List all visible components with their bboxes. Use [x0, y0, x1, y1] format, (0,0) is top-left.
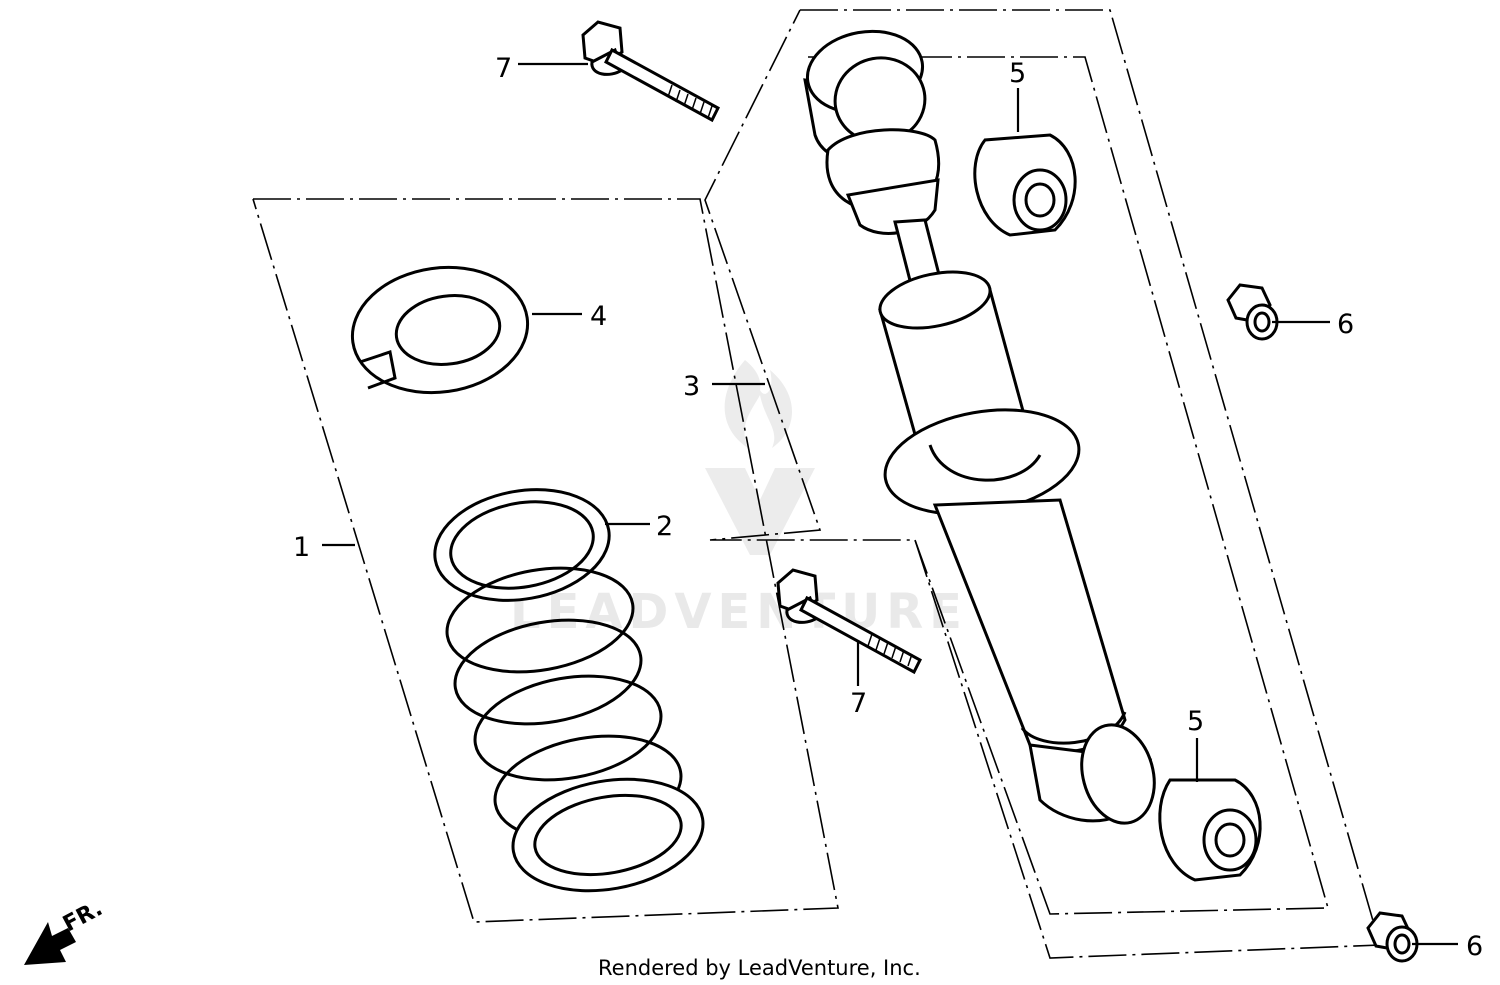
callout-7-bottom: 7 [850, 688, 867, 719]
coil-spring [433, 488, 705, 893]
bushing-top [973, 133, 1077, 237]
callout-6-bottom: 6 [1466, 931, 1483, 962]
shock-assembly-outline [704, 9, 1382, 959]
footer-credit: Rendered by LeadVenture, Inc. [598, 956, 921, 980]
shock-absorber [803, 29, 1156, 825]
flange-nut-top [1226, 283, 1279, 341]
watermark-logo [705, 360, 815, 555]
callout-4: 4 [590, 301, 607, 332]
spring-assembly-outline [252, 198, 839, 923]
callout-3: 3 [683, 371, 700, 402]
bolt-bottom [776, 568, 922, 675]
flange-nut-bottom [1366, 911, 1419, 963]
leader-lines [322, 62, 1458, 946]
callout-2: 2 [656, 511, 673, 542]
callout-7-top: 7 [495, 53, 512, 84]
spring-seat [350, 265, 530, 395]
callout-5-bottom: 5 [1187, 706, 1204, 737]
left-down-arrow-icon [24, 922, 76, 965]
bushing-bottom [1158, 778, 1262, 882]
bolt-top [581, 20, 720, 123]
watermark: LEADVENTURE [510, 360, 968, 640]
callout-1: 1 [293, 532, 310, 563]
callout-5-top: 5 [1009, 58, 1026, 89]
watermark-text: LEADVENTURE [510, 584, 968, 640]
callout-6-top: 6 [1337, 309, 1354, 340]
direction-indicator: FR. [24, 896, 107, 965]
